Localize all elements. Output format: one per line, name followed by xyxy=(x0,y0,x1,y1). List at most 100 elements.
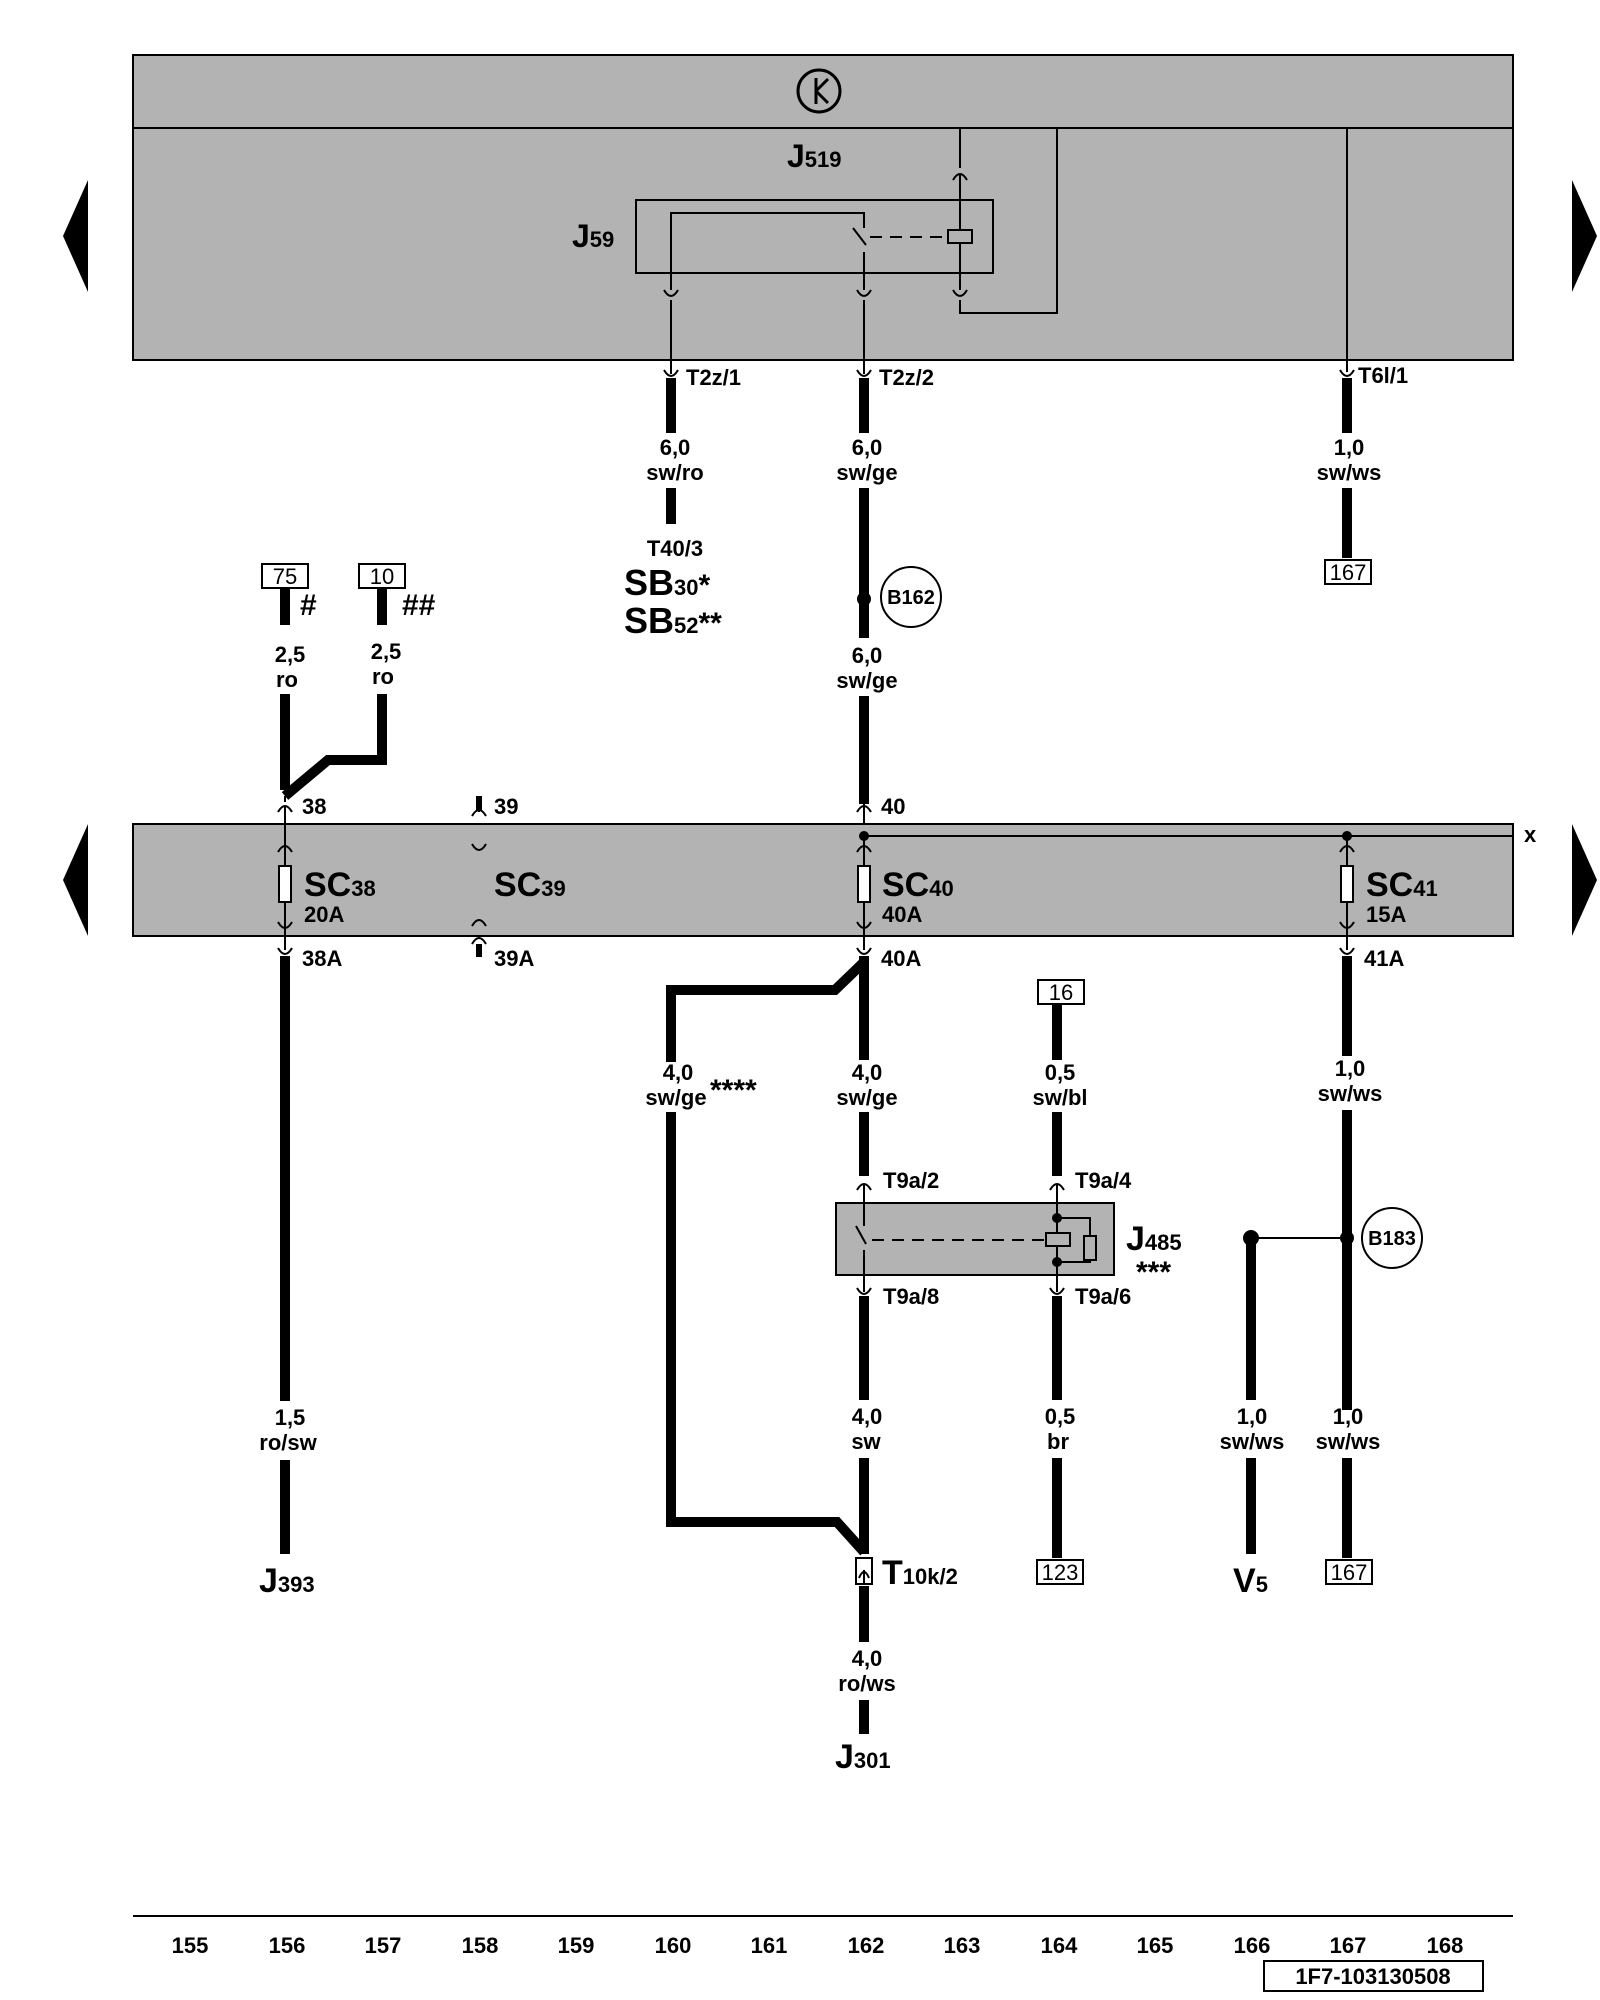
ref-box-16[interactable] xyxy=(1037,979,1085,1005)
sb52-label: SB52** xyxy=(624,600,722,641)
endpoint-j393[interactable]: J393 xyxy=(259,1562,315,1600)
doc-id-box xyxy=(1263,1960,1484,1992)
doc-id: 1F7-103130508 xyxy=(1295,1964,1450,1989)
wire-75-upper xyxy=(280,588,290,625)
j485-pin-t9a-4: T9a/4 xyxy=(1075,1168,1132,1193)
wire-41a-size: 1,0 xyxy=(1335,1056,1366,1081)
pin-t6l-1-label: T6l/1 xyxy=(1358,363,1408,388)
ref-167-top-label: 167 xyxy=(1330,560,1367,585)
wire-br-upper xyxy=(1052,1296,1062,1400)
wire-75-color: ro xyxy=(276,667,298,692)
fuse-pin-41a: 41A xyxy=(1364,946,1404,971)
wire-40a-to-j485 xyxy=(859,1112,869,1176)
top-pin-forks xyxy=(663,289,1355,377)
ref-167-bottom-label: 167 xyxy=(1331,1560,1368,1585)
pin-39a-stub xyxy=(476,944,482,957)
fuse-sc41-label: SC41 xyxy=(1366,866,1438,904)
pin-t2z-2-label: T2z/2 xyxy=(879,365,934,390)
wire-t2z1-color: sw/ro xyxy=(646,460,703,485)
j485-pin-t9a-8: T9a/8 xyxy=(883,1284,939,1309)
splice-b183-label: B183 xyxy=(1368,1228,1416,1250)
fuse-input-forks xyxy=(277,798,872,824)
wire-10-upper xyxy=(377,588,387,625)
wire-bypass-lower xyxy=(666,1112,868,1556)
grid-number: 163 xyxy=(944,1933,981,1958)
ref-box-10[interactable] xyxy=(358,563,406,589)
wire-75-size: 2,5 xyxy=(275,642,306,667)
wire-t2z2-upper xyxy=(859,378,869,433)
wire-b162-lower xyxy=(859,696,869,804)
mark-four-star: **** xyxy=(710,1074,757,1107)
j59-relay-box xyxy=(635,199,994,274)
wire-t2z1-upper xyxy=(666,378,676,433)
endpoint-v5[interactable]: V5 xyxy=(1233,1562,1268,1600)
wire-t6l1-color: sw/ws xyxy=(1317,460,1382,485)
nav-next-arrow-top[interactable] xyxy=(1572,180,1597,292)
fuse-sc38-label: SC38 xyxy=(304,866,376,904)
wire-t2z1-size: 6,0 xyxy=(660,435,691,460)
fuse-pin-40: 40 xyxy=(881,794,905,819)
j59-label: J59 xyxy=(572,218,614,254)
grid-number: 164 xyxy=(1041,1933,1078,1958)
wire-v5-lower xyxy=(1246,1458,1256,1554)
wire-301-color: ro/ws xyxy=(838,1671,895,1696)
j519-internal-links xyxy=(952,128,1348,372)
ref-box-167-bottom[interactable] xyxy=(1325,1559,1373,1585)
ref-box-167-top[interactable] xyxy=(1324,559,1372,585)
j485-pin-t9a-2: T9a/2 xyxy=(883,1168,939,1193)
wire-41a-bottom-size: 1,0 xyxy=(1333,1404,1364,1429)
fuse-pin-38: 38 xyxy=(302,794,326,819)
grid-number: 165 xyxy=(1137,1933,1174,1958)
wire-t2z2-size: 6,0 xyxy=(852,435,883,460)
splice-b183-circle xyxy=(1361,1207,1423,1269)
sb30-label: SB30* xyxy=(624,562,711,603)
nav-next-arrow-bottom[interactable] xyxy=(1572,824,1597,936)
grid-number: 160 xyxy=(655,1933,692,1958)
nav-prev-arrow-bottom[interactable] xyxy=(63,824,88,936)
fuse-sc41 xyxy=(1339,836,1355,936)
wire-t6l1-upper xyxy=(1342,378,1352,433)
wire-v5-size: 1,0 xyxy=(1237,1404,1268,1429)
grid-number: 166 xyxy=(1234,1933,1271,1958)
pin-t2z-1-label: T2z/1 xyxy=(686,365,741,390)
bus-x-label: x xyxy=(1524,822,1537,847)
wire-40a-main xyxy=(859,956,869,1060)
connector-t40-3-label: T40/3 xyxy=(647,536,703,561)
fuse-sc39 xyxy=(471,843,487,927)
terminal-30-icon xyxy=(796,68,842,114)
wire-t2z1-lower xyxy=(666,488,676,524)
wire-301-lower xyxy=(859,1700,869,1734)
wire-10-size: 2,5 xyxy=(371,639,402,664)
ref-123-label: 123 xyxy=(1042,1560,1079,1585)
fuse-sc41-rating: 15A xyxy=(1366,902,1406,927)
wire-10-join xyxy=(281,694,387,800)
wire-41a-bottom-color: sw/ws xyxy=(1316,1429,1381,1454)
wire-t2z2-color: sw/ge xyxy=(836,460,897,485)
fuse-sc39-label: SC39 xyxy=(494,866,566,904)
wire-t2z2-mid xyxy=(859,488,869,638)
ref-10-label: 10 xyxy=(370,564,394,589)
wire-b162-color: sw/ge xyxy=(836,668,897,693)
endpoint-j301[interactable]: J301 xyxy=(835,1738,891,1776)
wire-41a-bottom-lower xyxy=(1342,1458,1352,1558)
grid-number: 167 xyxy=(1330,1933,1367,1958)
nav-prev-arrow-top[interactable] xyxy=(63,180,88,292)
wire-16-lower xyxy=(1052,1112,1062,1176)
wire-sw-lower xyxy=(859,1458,869,1554)
j485-label: J485 xyxy=(1126,1220,1182,1258)
wire-sw-color: sw xyxy=(851,1429,881,1454)
wire-41a-upper xyxy=(1342,956,1352,1056)
fuse-pin-40a: 40A xyxy=(881,946,921,971)
j519-label: J519 xyxy=(787,138,842,174)
wire-t6l1-lower xyxy=(1342,488,1352,558)
ref-box-123[interactable] xyxy=(1036,1559,1084,1585)
wire-301-upper xyxy=(859,1586,869,1642)
wire-16-upper xyxy=(1052,1004,1062,1060)
wire-bypass-color: sw/ge xyxy=(645,1085,706,1110)
ref-16-label: 16 xyxy=(1049,980,1073,1005)
wire-sw-upper xyxy=(859,1296,869,1400)
wire-41a-color: sw/ws xyxy=(1318,1081,1383,1106)
grid-number: 158 xyxy=(462,1933,499,1958)
ref-75-label: 75 xyxy=(273,564,297,589)
